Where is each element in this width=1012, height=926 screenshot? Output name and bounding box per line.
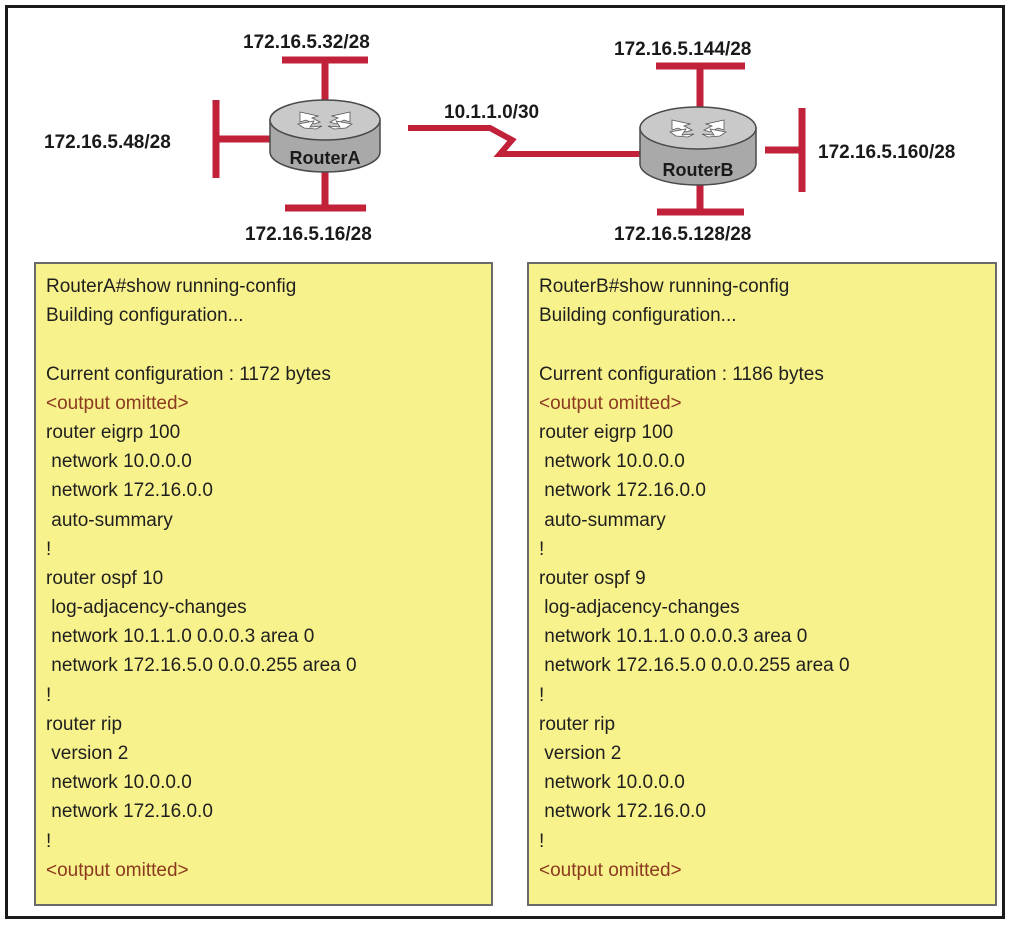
routerB-config-line: <output omitted> xyxy=(539,392,682,414)
routerA-config-line: network 10.1.1.0 0.0.0.3 area 0 xyxy=(46,626,315,648)
routerA-config-line: network 10.0.0.0 xyxy=(46,451,192,473)
routerA-config-line: ! xyxy=(46,684,52,706)
routerB-config-line: router ospf 9 xyxy=(539,567,646,589)
routerA-lan-links xyxy=(212,56,368,212)
routerA-config-line: RouterA#show running-config xyxy=(46,276,297,297)
routerA-config-line: ! xyxy=(46,830,52,852)
routerB-config-line: ! xyxy=(539,684,545,706)
routerB-config-line: auto-summary xyxy=(539,509,666,531)
routerB-config-line: <output omitted> xyxy=(539,859,682,881)
routerA-left-network-label: 172.16.5.48/28 xyxy=(44,132,171,153)
routerA-config-line: ! xyxy=(46,538,52,560)
routerA-config-line: network 172.16.5.0 0.0.0.255 area 0 xyxy=(46,655,357,677)
routerA-config-line: auto-summary xyxy=(46,509,173,531)
routerB-top-network-label: 172.16.5.144/28 xyxy=(614,39,751,60)
routerA-config-line: network 172.16.0.0 xyxy=(46,801,213,823)
routerA-label: RouterA xyxy=(290,148,361,168)
routerA-config-line: network 10.0.0.0 xyxy=(46,772,192,794)
routerA-config-line xyxy=(46,330,481,359)
routerB-lan-links xyxy=(656,62,806,216)
wan-network-label: 10.1.1.0/30 xyxy=(444,102,539,123)
routerB-config-line: Current configuration : 1186 bytes xyxy=(539,363,824,385)
routerA-config-line: <output omitted> xyxy=(46,392,189,414)
wan-serial-link xyxy=(408,125,640,157)
routerB-config-line: network 10.0.0.0 xyxy=(539,772,685,794)
routerB-config-line: network 172.16.0.0 xyxy=(539,801,706,823)
routerB-config-line: network 172.16.0.0 xyxy=(539,480,706,502)
routerA-config-line: router eigrp 100 xyxy=(46,421,181,443)
routerB-bottom-network-label: 172.16.5.128/28 xyxy=(614,224,751,245)
routerB-config-line: RouterB#show running-config xyxy=(539,276,790,297)
routerB-config-line: network 172.16.5.0 0.0.0.255 area 0 xyxy=(539,655,850,677)
routerA-config-line: Building configuration... xyxy=(46,305,244,327)
routerB-config-line xyxy=(539,330,985,359)
network-topology: RouterA RouterB 172.16.5.32/28 172.16.5.… xyxy=(44,32,955,245)
routerA-bottom-network-label: 172.16.5.16/28 xyxy=(245,224,372,245)
routerA-config-line: Current configuration : 1172 bytes xyxy=(46,363,331,385)
routerB-config-line: version 2 xyxy=(539,743,622,764)
routerB-right-network-label: 172.16.5.160/28 xyxy=(818,142,955,163)
routerB-config-line: ! xyxy=(539,538,545,560)
routerB-label: RouterB xyxy=(663,160,734,180)
routerA-config-line: network 172.16.0.0 xyxy=(46,480,213,502)
routerA-config-line: router ospf 10 xyxy=(46,567,164,589)
routerA-config-line: log-adjacency-changes xyxy=(46,597,247,619)
routerA-config-line: <output omitted> xyxy=(46,859,189,881)
routerB-config-line: log-adjacency-changes xyxy=(539,597,740,619)
routerB-config-line: network 10.1.1.0 0.0.0.3 area 0 xyxy=(539,626,808,648)
routerA-config-line: router rip xyxy=(46,713,123,735)
routerB-config-line: router eigrp 100 xyxy=(539,421,674,443)
routerB-config-line: network 10.0.0.0 xyxy=(539,451,685,473)
routerA-top-network-label: 172.16.5.32/28 xyxy=(243,32,370,53)
routerB-config-line: router rip xyxy=(539,713,616,735)
routerB-config-line: Building configuration... xyxy=(539,305,737,327)
routerB-icon: RouterB xyxy=(639,106,757,186)
routerA-config-line: version 2 xyxy=(46,743,129,764)
routerB-config-line: ! xyxy=(539,830,545,852)
routerA-icon: RouterA xyxy=(269,99,381,173)
